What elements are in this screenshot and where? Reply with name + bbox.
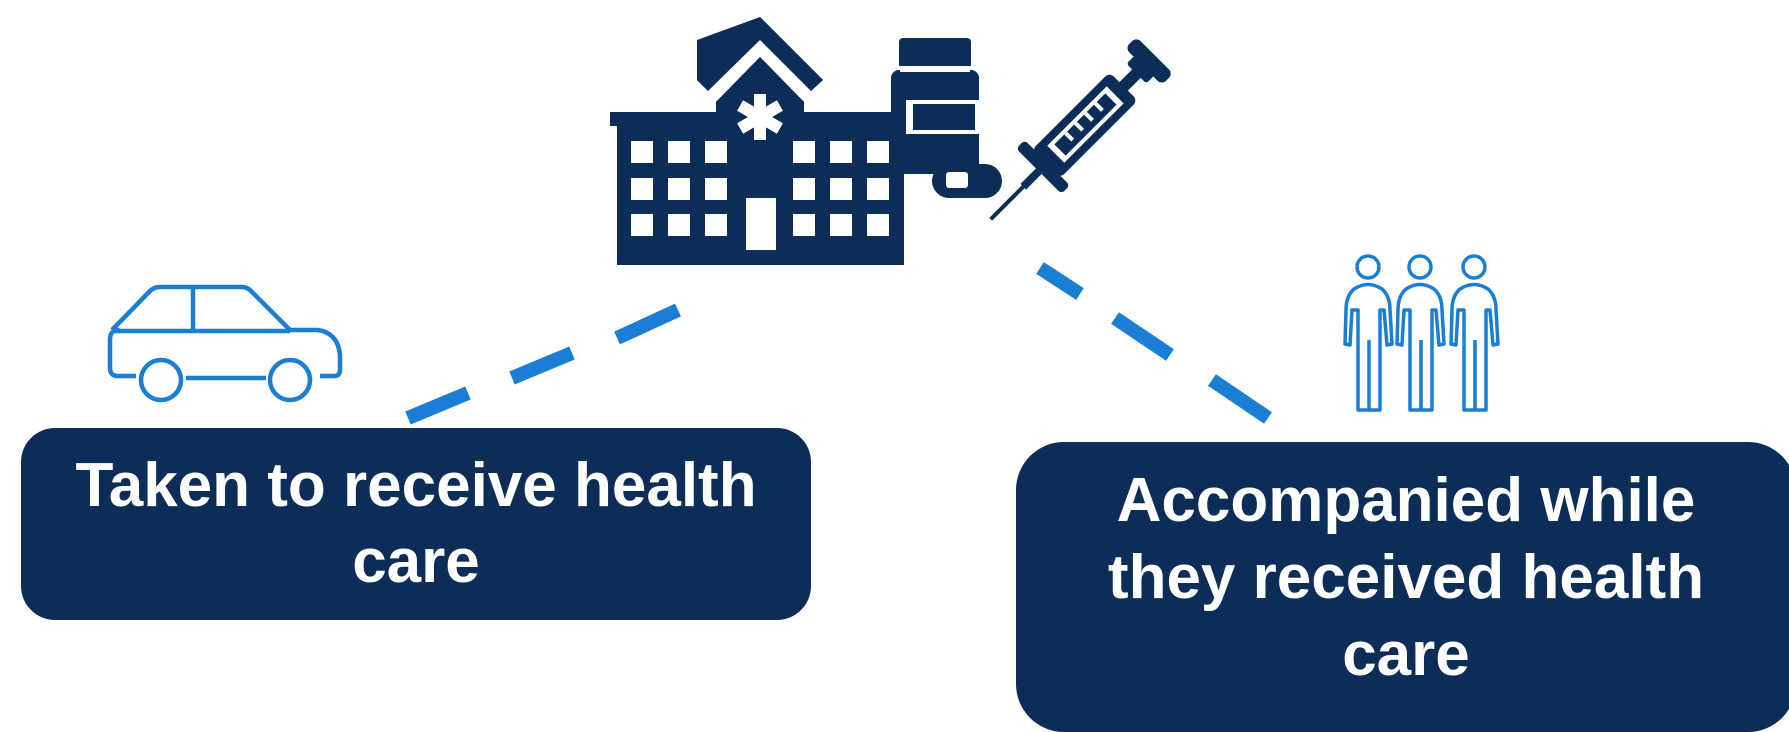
label-accompanied: Accompanied while they received health c… [1016,442,1789,732]
car-icon [107,284,343,403]
label-taken-to-care-text: Taken to receive health care [75,451,757,596]
people-group-icon [1343,254,1500,412]
syringe-icon [989,39,1171,221]
label-taken-to-care: Taken to receive health care [21,428,811,620]
connector-right [1036,262,1272,424]
hospital-icon [610,17,904,265]
care-journey-diagram [107,17,1500,425]
connector-left [405,303,681,425]
medicine-bottle-icon [891,38,1002,198]
label-accompanied-text: Accompanied while they received health c… [1107,465,1705,689]
hospital-windows [631,94,889,250]
